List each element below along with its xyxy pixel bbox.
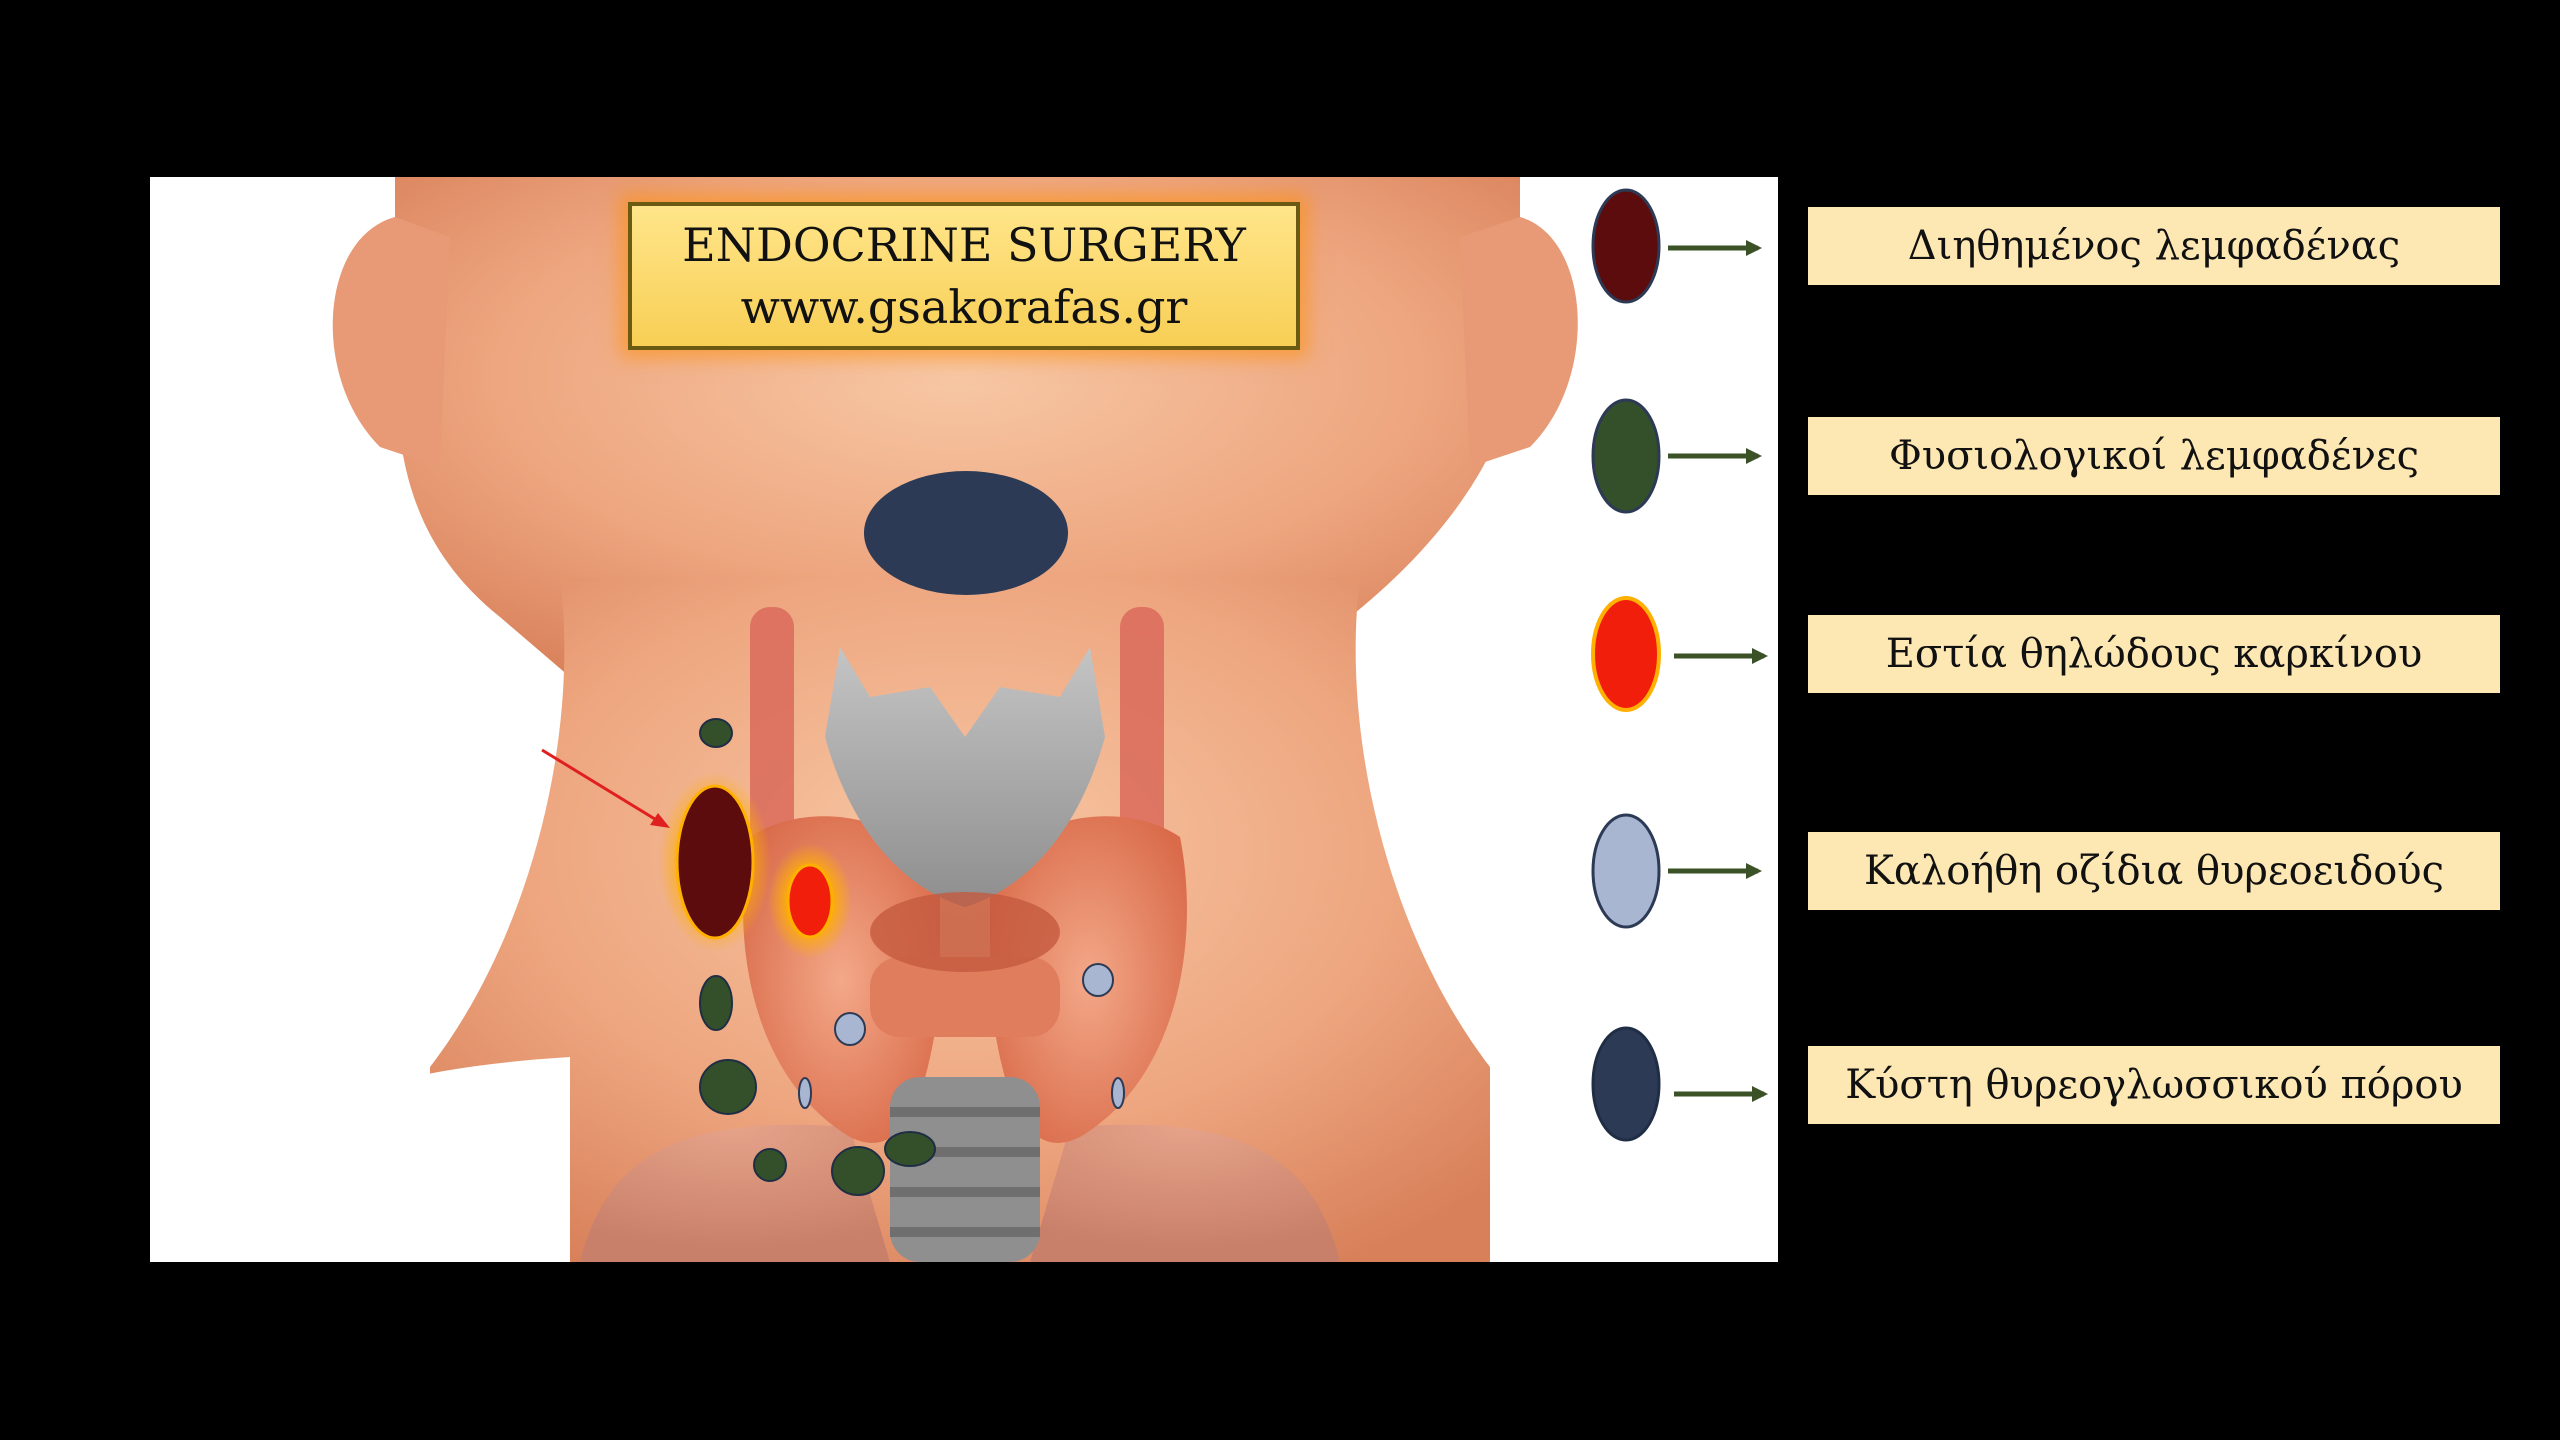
- thyroglossal-duct-cyst-icon: [1591, 1026, 1768, 1142]
- normal-lymph-node: [699, 975, 733, 1031]
- normal-lymph-node: [699, 718, 733, 748]
- normal-lymph-nodes-icon: [1591, 398, 1762, 514]
- legend-label: Διηθημένος λεμφαδένας: [1808, 207, 2500, 285]
- benign-thyroid-nodule: [834, 1012, 866, 1046]
- neck-anatomy-drawing: [150, 177, 1578, 1262]
- normal-lymph-node: [753, 1148, 787, 1182]
- legend-item-benign-thyroid-nodules: Καλοήθη οζίδια θυρεοειδούς: [1590, 811, 2510, 931]
- thyroglossal-duct-cyst: [864, 471, 1068, 595]
- normal-lymph-node: [884, 1131, 936, 1167]
- legend-label: Εστία θηλώδους καρκίνου: [1808, 615, 2500, 693]
- legend-item-papillary-cancer-focus: Εστία θηλώδους καρκίνου: [1590, 594, 2510, 714]
- infiltrated-lymph-node: [675, 784, 755, 940]
- legend-label: Καλοήθη οζίδια θυρεοειδούς: [1808, 832, 2500, 910]
- infiltrated-lymph-node-icon: [1591, 188, 1762, 304]
- title-box: ENDOCRINE SURGERY www.gsakorafas.gr: [628, 202, 1300, 350]
- normal-lymph-node: [699, 1059, 757, 1115]
- benign-thyroid-nodule: [798, 1077, 812, 1109]
- legend-item-normal-lymph-nodes: Φυσιολογικοί λεμφαδένες: [1590, 396, 2510, 516]
- benign-thyroid-nodule: [1111, 1077, 1125, 1109]
- legend-label: Φυσιολογικοί λεμφαδένες: [1808, 417, 2500, 495]
- pointer-arrow: [541, 748, 664, 826]
- legend-item-thyroglossal-duct-cyst: Κύστη θυρεογλωσσικού πόρου: [1590, 1024, 2510, 1144]
- papillary-cancer-focus: [786, 863, 834, 939]
- normal-lymph-node: [831, 1146, 885, 1196]
- legend-item-infiltrated-lymph-node: Διηθημένος λεμφαδένας: [1590, 186, 2510, 306]
- title-line-1: ENDOCRINE SURGERY: [682, 218, 1246, 272]
- legend-label: Κύστη θυρεογλωσσικού πόρου: [1808, 1046, 2500, 1124]
- benign-thyroid-nodules-icon: [1591, 813, 1762, 929]
- benign-thyroid-nodule: [1082, 963, 1114, 997]
- neck-anatomy-illustration: ENDOCRINE SURGERY www.gsakorafas.gr: [150, 177, 1778, 1262]
- papillary-cancer-focus-icon: [1591, 596, 1768, 712]
- title-line-2: www.gsakorafas.gr: [740, 280, 1188, 334]
